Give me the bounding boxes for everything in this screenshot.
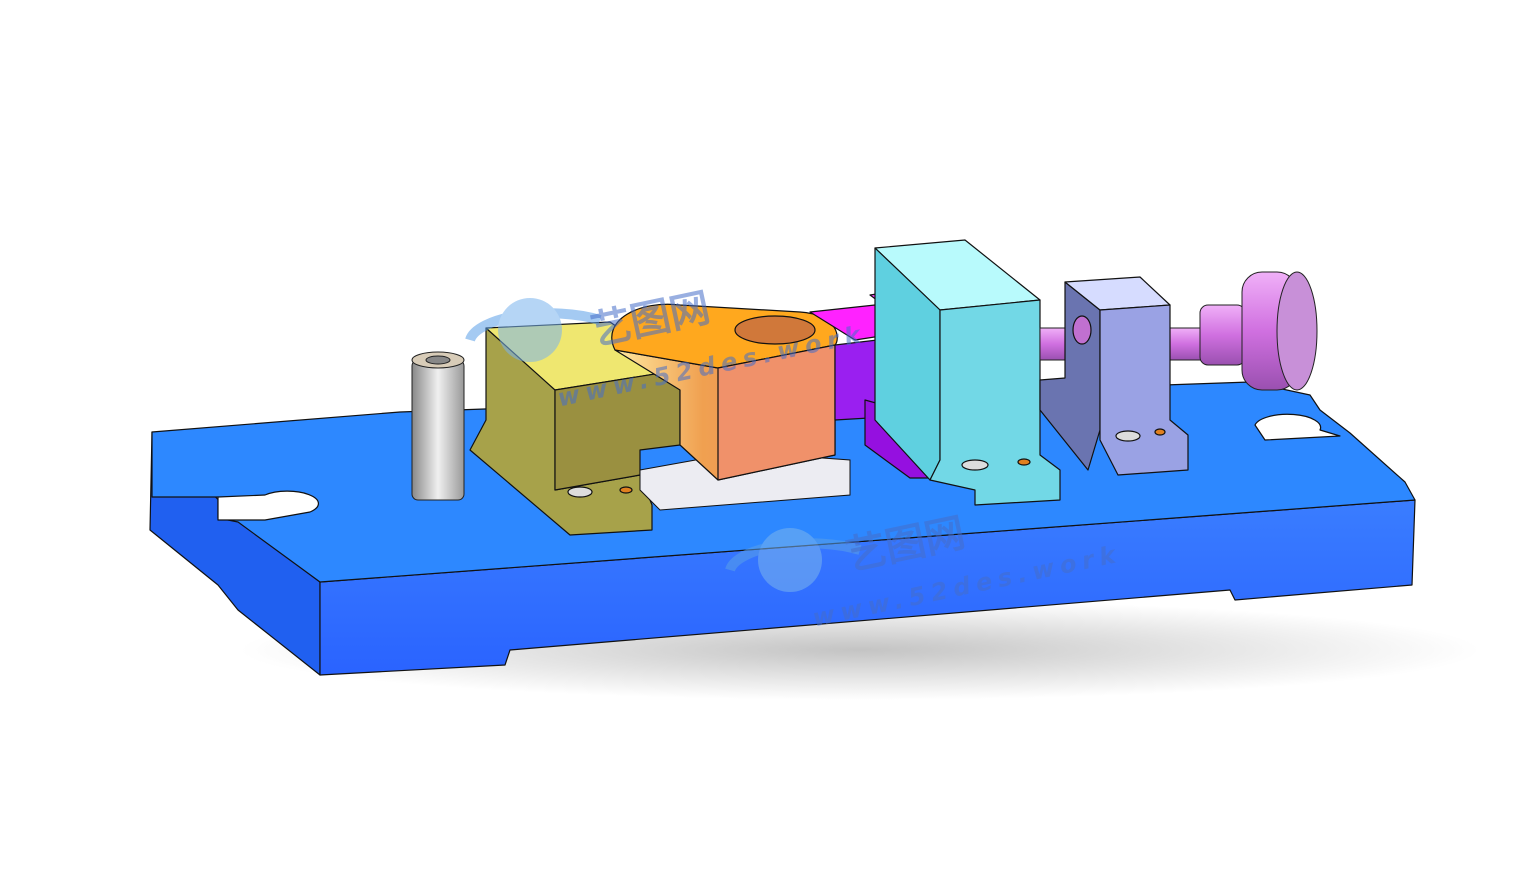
right-slot: [1254, 413, 1341, 441]
left-slot: [217, 490, 320, 521]
yellow-clamp-block: [469, 321, 681, 536]
watermark-logo: [465, 298, 862, 592]
cyan-guide-block: [874, 239, 1061, 506]
orange-workpiece: [611, 303, 838, 481]
locating-pin: [411, 351, 465, 501]
lavender-support-block: [1039, 276, 1189, 476]
base-plate-front-face: [319, 499, 1416, 676]
knob: [1199, 271, 1318, 391]
